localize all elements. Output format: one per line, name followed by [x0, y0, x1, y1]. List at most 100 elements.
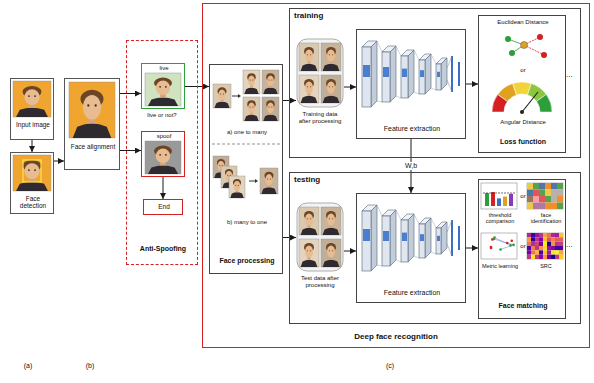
shoulders	[323, 96, 340, 103]
node-text: or	[518, 243, 528, 250]
mosaic-cell	[539, 237, 543, 241]
eye	[307, 86, 308, 87]
node-text: Input image	[12, 121, 54, 128]
face-photo	[321, 207, 341, 235]
layer-front	[382, 52, 390, 102]
eye	[329, 250, 330, 251]
alignment-box: Face alignment	[64, 78, 120, 170]
shoulders	[323, 260, 340, 267]
fc-layer	[451, 220, 453, 256]
node-text: Loss function	[481, 138, 565, 146]
connector-arrow	[466, 84, 478, 85]
mosaic-cell	[557, 183, 563, 190]
eye	[252, 80, 253, 81]
mosaic-cell	[539, 196, 545, 203]
text-slot: SRC	[526, 263, 566, 269]
eye	[332, 86, 333, 87]
text-slot: face identification	[526, 212, 566, 225]
annotation-label: (c)	[380, 362, 400, 370]
detection-square	[23, 160, 41, 182]
eye	[310, 54, 311, 55]
face-photo	[321, 75, 341, 103]
mosaic-cell	[543, 250, 547, 254]
eye	[28, 169, 30, 171]
mosaic-cell	[551, 196, 557, 203]
mosaic-cell	[543, 242, 547, 246]
photo-ground	[321, 75, 341, 103]
mosaic-cell	[555, 250, 559, 254]
photo-ground	[69, 82, 115, 138]
projection-line	[414, 256, 419, 258]
mosaic-cell	[555, 233, 559, 237]
mosaic-cell	[557, 203, 563, 210]
node-text: spoof	[143, 133, 185, 140]
projection-line	[414, 50, 419, 60]
face-skin	[234, 181, 240, 191]
photo-ground	[243, 70, 260, 94]
mosaic-cell	[527, 183, 533, 190]
mosaic-cell	[539, 242, 543, 246]
sample-point	[537, 34, 543, 40]
layer-side	[390, 210, 396, 266]
photo-ground	[262, 97, 279, 121]
eye	[28, 95, 30, 97]
eye	[95, 104, 97, 106]
mosaic-cell	[551, 233, 555, 237]
text-slot: Euclidean Distance	[481, 19, 565, 26]
mosaic-cell	[533, 190, 539, 197]
shoulders	[323, 64, 340, 71]
mosaic-cell	[557, 196, 563, 203]
text-slot: Deep face recognition	[203, 332, 589, 341]
layer-front	[419, 224, 425, 258]
text-slot: threshold comparison	[480, 212, 520, 225]
fc-link	[447, 80, 452, 92]
shoulders	[244, 115, 258, 121]
text-slot: Angular Distance	[481, 119, 565, 126]
connector-arrow	[120, 93, 141, 94]
text-slot: or	[518, 193, 528, 200]
mosaic-cell	[547, 237, 551, 241]
photo-ground	[243, 97, 260, 121]
node-text: testing	[294, 175, 354, 184]
mosaic-cell	[527, 203, 533, 210]
fc-layer	[458, 62, 460, 86]
annotation-label: ...	[566, 240, 586, 249]
node-text: Feature extraction	[359, 289, 465, 297]
eye	[219, 165, 220, 166]
text-slot: Metric learning	[480, 263, 520, 269]
layer-front	[436, 64, 441, 90]
eye	[267, 178, 268, 179]
photo-ground	[299, 75, 319, 103]
projection-line	[377, 265, 382, 266]
connector-arrow	[120, 150, 141, 151]
mosaic-cell	[545, 196, 551, 203]
mosaic-cell	[531, 242, 535, 246]
metric-point	[490, 247, 493, 250]
kernel-mark	[363, 229, 370, 241]
anti-spoofing-region: livespoofEndAnti-Spoofing	[126, 40, 198, 265]
layer-side	[371, 205, 377, 271]
face-photo	[145, 73, 181, 106]
eye	[271, 107, 272, 108]
face-photo	[262, 97, 279, 121]
face-collage	[297, 39, 343, 107]
layer-front	[436, 228, 441, 254]
node-text: a) one to many	[211, 129, 283, 136]
metric-point	[506, 242, 509, 245]
mosaic-cell	[551, 183, 557, 190]
connector-arrow	[466, 248, 478, 249]
annotation-label: (a)	[18, 362, 38, 370]
score-bar	[491, 192, 495, 206]
mosaic-cell	[543, 255, 547, 259]
shoulders	[301, 260, 318, 267]
label-slot: (c)	[380, 362, 400, 370]
connector-arrow	[54, 161, 64, 162]
annotation-label: live or not?	[126, 112, 198, 119]
mosaic-cell	[527, 196, 533, 203]
photo-ground	[321, 43, 341, 71]
training-data-cloud: Training data after processing	[296, 37, 344, 137]
mosaic-cell	[559, 237, 563, 241]
cnn-layers	[362, 41, 459, 107]
face-photo	[243, 70, 260, 94]
